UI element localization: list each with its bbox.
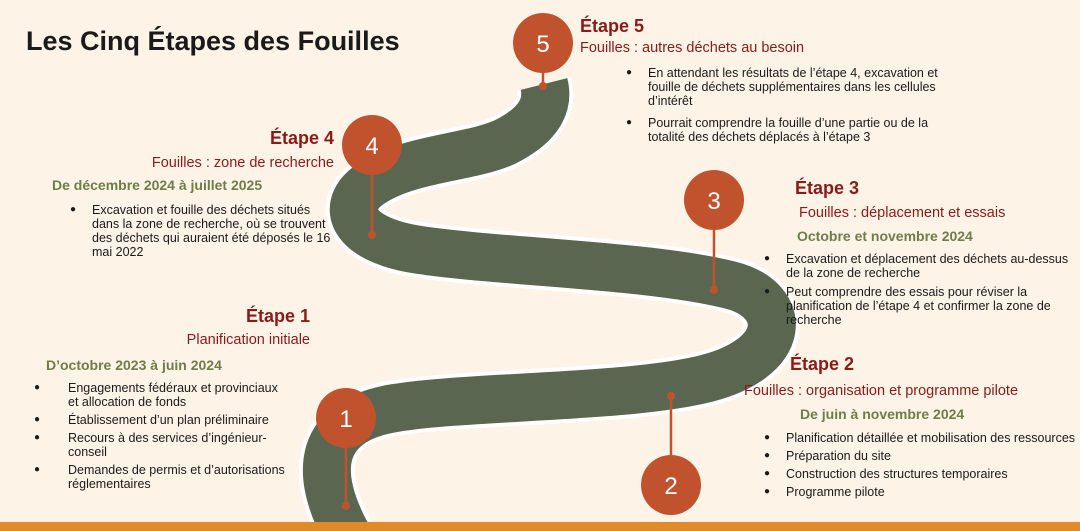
stage-2-dates: De juin à novembre 2024 bbox=[800, 406, 965, 422]
stage-3-bullets: Excavation et déplacement des déchets au… bbox=[760, 252, 1078, 330]
stage-4-subtitle: Fouilles : zone de recherche bbox=[151, 155, 334, 171]
stage-5-bullets: En attendant les résultats de l’étape 4,… bbox=[622, 66, 962, 144]
stage-2-bullet: Construction des structures temporaires bbox=[760, 467, 1078, 481]
stage-5-bullet: Pourrait comprendre la fouille d’une par… bbox=[622, 116, 962, 144]
stage-5-block: Étape 5 Fouilles : autres déchets au bes… bbox=[580, 16, 938, 147]
stage-5-marker: 5 bbox=[513, 13, 573, 90]
stage-4-title: Étape 4 bbox=[269, 128, 334, 148]
stage-4-bullet: Excavation et fouille des déchets situés… bbox=[66, 203, 332, 259]
stage-1-bullet: Engagements fédéraux et provinciaux et a… bbox=[30, 381, 290, 409]
stage-2-dates-block: De juin à novembre 2024 bbox=[800, 406, 964, 422]
stage-3-bullet: Peut comprendre des essais pour réviser … bbox=[760, 285, 1078, 327]
stage-3-subtitle: Fouilles : déplacement et essais bbox=[799, 205, 1006, 221]
stage-4-bullets: Excavation et fouille des déchets situés… bbox=[66, 203, 332, 262]
stage-3-block: Étape 3 Fouilles : déplacement et essais… bbox=[795, 178, 1075, 244]
stage-5-bullet: En attendant les résultats de l’étape 4,… bbox=[622, 66, 962, 108]
stage-2-bullet: Programme pilote bbox=[760, 485, 1078, 499]
stage-2-marker: 2 bbox=[641, 392, 701, 515]
stage-1-bullets: Engagements fédéraux et provinciaux et a… bbox=[30, 381, 290, 494]
stage-2-subtitle: Fouilles : organisation et programme pil… bbox=[744, 383, 1019, 399]
stage-5-number: 5 bbox=[536, 31, 549, 58]
stage-3-marker: 3 bbox=[684, 170, 744, 294]
stage-2-bullet: Préparation du site bbox=[760, 449, 1078, 463]
bottom-accent-bar bbox=[0, 522, 1080, 531]
stage-2-title: Étape 2 bbox=[790, 354, 855, 374]
stage-2-sub-block: Fouilles : organisation et programme pil… bbox=[744, 383, 1078, 399]
stage-1-bullet: Recours à des services d’ingénieur-conse… bbox=[30, 431, 290, 459]
stage-5-subtitle: Fouilles : autres déchets au besoin bbox=[580, 40, 805, 56]
stage-3-dates: Octobre et novembre 2024 bbox=[797, 228, 973, 244]
stage-1-number: 1 bbox=[339, 406, 352, 433]
stage-1-subtitle: Planification initiale bbox=[186, 332, 310, 348]
stage-1-dates-block: D’octobre 2023 à juin 2024 bbox=[46, 357, 222, 373]
stage-1-block: Étape 1 Planification initiale bbox=[40, 306, 310, 348]
page-title: Les Cinq Étapes des Fouilles bbox=[26, 26, 400, 56]
stage-2-title-block: Étape 2 bbox=[790, 354, 854, 375]
stage-1-bullet: Établissement d’un plan préliminaire bbox=[30, 413, 290, 427]
stage-1-marker: 1 bbox=[316, 388, 376, 510]
stage-5-title: Étape 5 bbox=[580, 16, 645, 36]
road-body bbox=[302, 78, 796, 531]
stage-3-bullet: Excavation et déplacement des déchets au… bbox=[760, 252, 1078, 280]
stage-4-dates: De décembre 2024 à juillet 2025 bbox=[52, 177, 263, 193]
stage-4-number: 4 bbox=[365, 133, 378, 160]
stage-1-dates: D’octobre 2023 à juin 2024 bbox=[46, 357, 222, 373]
stage-2-bullets: Planification détaillée et mobilisation … bbox=[760, 431, 1078, 502]
stage-3-title: Étape 3 bbox=[795, 178, 860, 198]
stage-4-marker: 4 bbox=[342, 115, 402, 239]
stage-1-bullet: Demandes de permis et d’autorisations ré… bbox=[30, 463, 290, 491]
stage-1-title: Étape 1 bbox=[245, 306, 310, 326]
stage-4-block: Étape 4 Fouilles : zone de recherche bbox=[40, 128, 334, 171]
stage-4-dates-block: De décembre 2024 à juillet 2025 bbox=[52, 177, 262, 193]
stage-2-bullet: Planification détaillée et mobilisation … bbox=[760, 431, 1078, 445]
stage-2-number: 2 bbox=[664, 473, 677, 500]
stage-3-number: 3 bbox=[707, 188, 720, 215]
